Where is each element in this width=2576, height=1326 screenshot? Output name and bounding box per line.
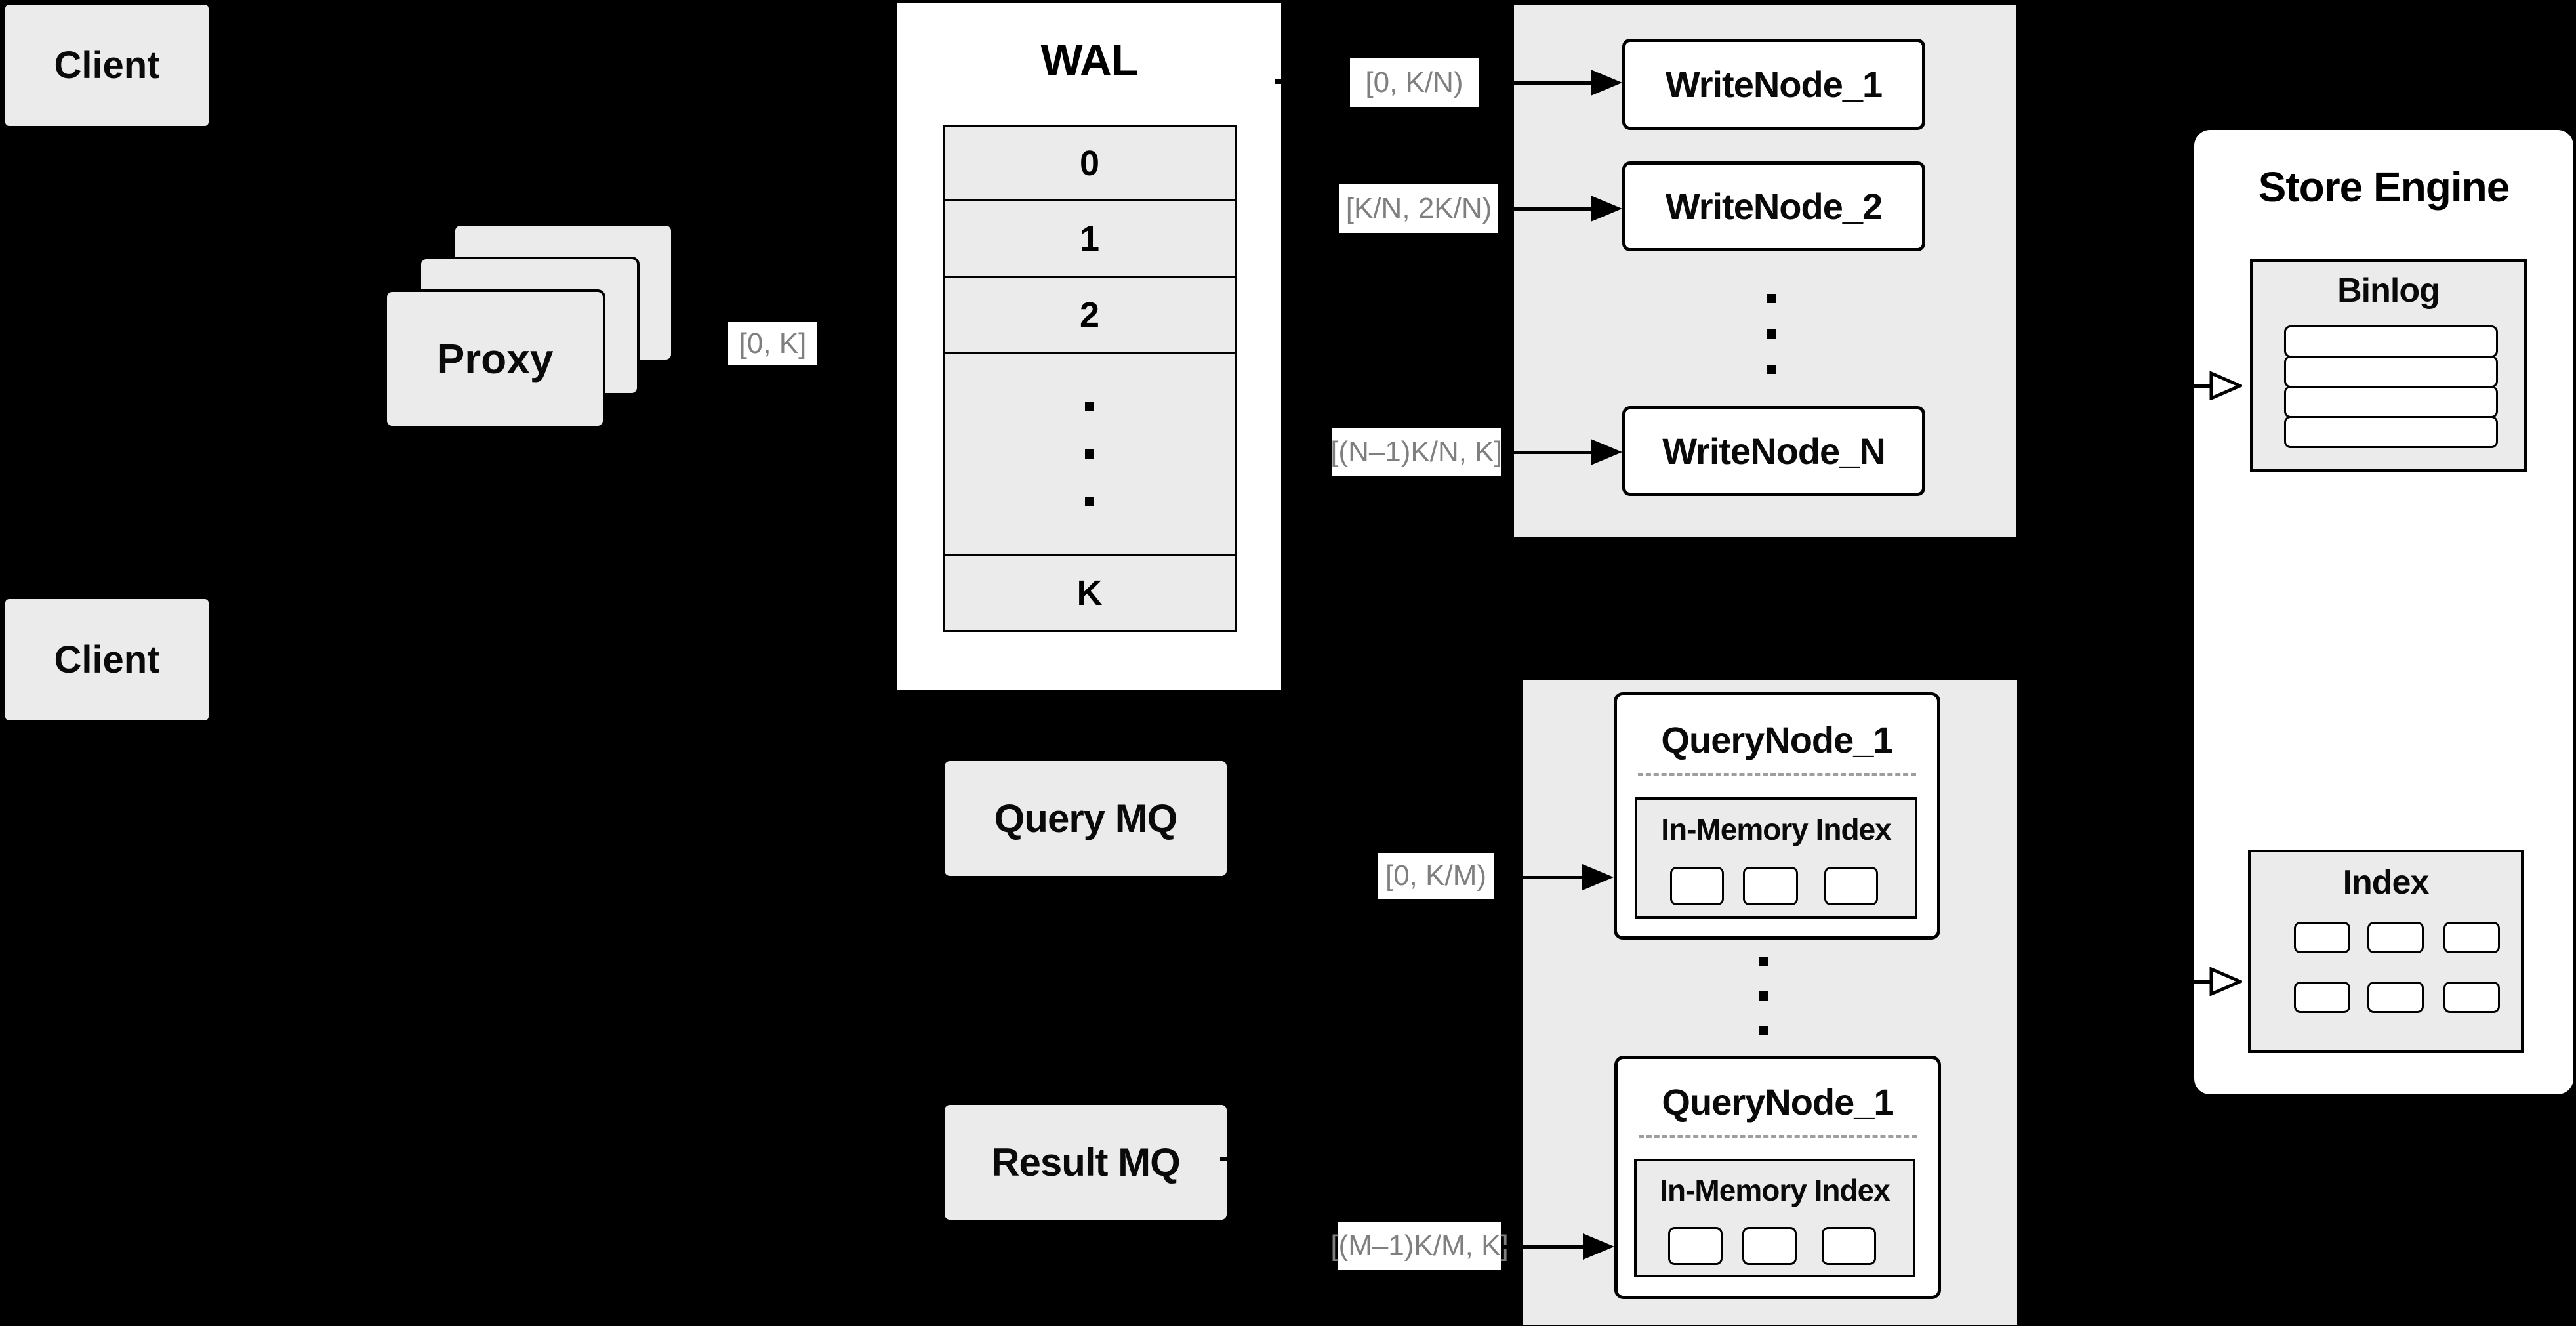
index-segment-cell bbox=[1822, 1227, 1876, 1265]
arrow-line-binlog bbox=[2125, 384, 2212, 388]
write-range-label-2: [K/N, 2K/N) bbox=[1339, 184, 1498, 233]
open-arrowhead-index bbox=[2209, 967, 2242, 996]
write-range-label-n: [(N–1)K/N, K] bbox=[1330, 428, 1502, 476]
wal-panel: WAL 0 1 2 K bbox=[897, 3, 1281, 690]
client-bottom-label: Client bbox=[54, 638, 160, 681]
client-box-bottom: Client bbox=[5, 599, 209, 720]
client-top-label: Client bbox=[54, 44, 160, 87]
index-segment-cell bbox=[1742, 1227, 1797, 1265]
proxy-card-front: Proxy bbox=[384, 289, 605, 428]
client-box-top: Client bbox=[5, 5, 209, 126]
query-node-2: QueryNode_1 In-Memory Index bbox=[1614, 1056, 1941, 1299]
query-node-2-divider bbox=[1639, 1135, 1917, 1138]
query-range-label-2: [(M–1)K/M, K] bbox=[1330, 1222, 1509, 1270]
in-memory-index-box-2: In-Memory Index bbox=[1634, 1159, 1915, 1277]
proxy-label: Proxy bbox=[436, 335, 554, 383]
wal-slot-2-label: 2 bbox=[1079, 295, 1100, 335]
wal-title: WAL bbox=[1040, 35, 1138, 85]
write-node-2: WriteNode_2 bbox=[1622, 161, 1925, 251]
arrowhead-query-2 bbox=[1583, 1233, 1614, 1260]
write-node-1-label: WriteNode_1 bbox=[1665, 64, 1883, 105]
wal-slot-0-label: 0 bbox=[1079, 144, 1100, 183]
write-node-1: WriteNode_1 bbox=[1622, 39, 1925, 130]
query-range-1-text: [0, K/M) bbox=[1385, 860, 1487, 892]
write-range-label-1: [0, K/N) bbox=[1350, 58, 1479, 107]
query-range-label-1: [0, K/M) bbox=[1378, 853, 1494, 899]
query-node-1: QueryNode_1 In-Memory Index bbox=[1614, 692, 1940, 940]
index-segment-cell bbox=[1824, 867, 1878, 905]
store-engine-title: Store Engine bbox=[2258, 163, 2510, 211]
result-mq-outgoing-line-stub bbox=[1220, 1157, 1227, 1161]
query-node-vertical-ellipsis bbox=[1759, 957, 1768, 1035]
query-node-1-label: QueryNode_1 bbox=[1661, 719, 1893, 760]
query-node-1-divider bbox=[1638, 773, 1916, 776]
wal-slot-k-label: K bbox=[1076, 573, 1103, 613]
arrowhead-write-2 bbox=[1591, 196, 1622, 222]
write-node-n: WriteNode_N bbox=[1622, 406, 1925, 496]
index-cell bbox=[2294, 922, 2350, 953]
binlog-row bbox=[2284, 416, 2498, 448]
wal-slot-1: 1 bbox=[943, 201, 1237, 278]
query-range-2-text: [(M–1)K/M, K] bbox=[1330, 1230, 1509, 1262]
index-cell bbox=[2443, 982, 2500, 1013]
write-range-n-text: [(N–1)K/N, K] bbox=[1330, 436, 1502, 468]
write-range-1-text: [0, K/N) bbox=[1365, 66, 1463, 98]
wal-vertical-ellipsis bbox=[1085, 402, 1094, 506]
arrowhead-write-n bbox=[1591, 439, 1622, 465]
arrow-line-index bbox=[2125, 980, 2212, 984]
index-segment-cell bbox=[1743, 867, 1798, 905]
arrowhead-query-1 bbox=[1582, 864, 1614, 890]
write-node-n-label: WriteNode_N bbox=[1662, 430, 1886, 472]
wal-slot-2: 2 bbox=[943, 278, 1237, 354]
arrow-line-write-n bbox=[1501, 451, 1591, 454]
arrow-line-write-2 bbox=[1498, 207, 1591, 211]
arrow-line-query-1 bbox=[1494, 876, 1584, 879]
wal-outgoing-line-stub bbox=[1275, 79, 1282, 84]
binlog-title: Binlog bbox=[2337, 272, 2440, 310]
index-segment-cell bbox=[1668, 1227, 1723, 1265]
wal-slot-ellipsis-row bbox=[943, 354, 1237, 556]
query-node-2-label: QueryNode_1 bbox=[1662, 1081, 1894, 1123]
store-engine-panel: Store Engine Binlog Index bbox=[2194, 130, 2573, 1094]
write-node-vertical-ellipsis bbox=[1767, 294, 1776, 374]
in-memory-index-1-label: In-Memory Index bbox=[1661, 812, 1892, 846]
query-mq-box: Query MQ bbox=[945, 761, 1227, 876]
index-cell bbox=[2294, 982, 2350, 1013]
binlog-row bbox=[2284, 386, 2498, 418]
result-mq-box: Result MQ bbox=[945, 1105, 1227, 1220]
in-memory-index-box-1: In-Memory Index bbox=[1635, 797, 1917, 919]
arrowhead-write-1 bbox=[1591, 70, 1622, 96]
index-segment-cell bbox=[1670, 867, 1724, 905]
query-mq-label: Query MQ bbox=[994, 797, 1178, 840]
proxy-range-text: [0, K] bbox=[739, 327, 807, 360]
result-mq-label: Result MQ bbox=[991, 1140, 1181, 1184]
index-box: Index bbox=[2248, 850, 2524, 1053]
wal-slot-k: K bbox=[943, 556, 1237, 632]
in-memory-index-2-label: In-Memory Index bbox=[1660, 1173, 1891, 1207]
wal-slot-0: 0 bbox=[943, 125, 1237, 201]
index-cell bbox=[2443, 922, 2500, 953]
write-node-2-label: WriteNode_2 bbox=[1665, 186, 1883, 227]
index-title: Index bbox=[2342, 863, 2430, 901]
binlog-row bbox=[2284, 356, 2498, 388]
write-range-2-text: [K/N, 2K/N) bbox=[1345, 192, 1492, 224]
binlog-row bbox=[2284, 325, 2498, 358]
arrow-line-query-2 bbox=[1501, 1245, 1584, 1249]
index-cell bbox=[2367, 982, 2424, 1013]
binlog-box: Binlog bbox=[2250, 259, 2527, 472]
arrow-line-write-1 bbox=[1479, 81, 1591, 85]
open-arrowhead-binlog bbox=[2209, 371, 2242, 400]
wal-slot-1-label: 1 bbox=[1079, 218, 1100, 259]
proxy-range-label: [0, K] bbox=[728, 322, 817, 365]
index-cell bbox=[2367, 922, 2424, 953]
